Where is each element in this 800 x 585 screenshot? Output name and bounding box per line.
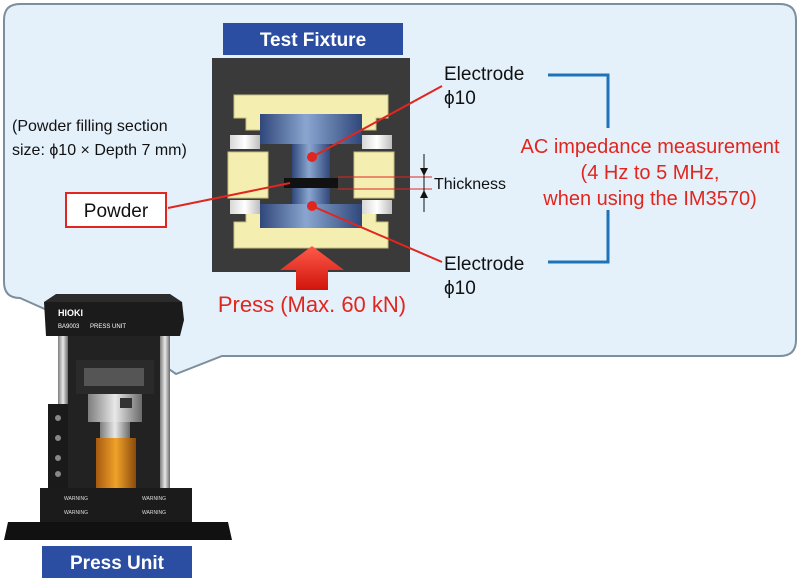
machine-warning-2: WARNING <box>142 496 166 502</box>
leader-electrode-top <box>311 85 443 158</box>
electrode-bottom-text: Electrode <box>444 254 524 275</box>
ac-line2: (4 Hz to 5 MHz, <box>581 162 720 184</box>
powder-spec-line1: (Powder filling section <box>12 118 168 135</box>
ac-line1: AC impedance measurement <box>520 136 779 158</box>
machine-model: BA9003 <box>58 324 80 330</box>
machine-side-panel <box>48 404 68 488</box>
cylinder-middle <box>227 151 395 199</box>
machine-load-cell <box>88 394 142 422</box>
powder-label: Powder <box>84 201 149 222</box>
test-fixture-title: Test Fixture <box>260 30 366 51</box>
powder-spec-line2: size: ϕ10 × Depth 7 mm) <box>12 142 187 159</box>
powder-label-box <box>65 192 167 228</box>
press-unit-machine: HIOKI BA9003 PRESS UNIT WARNING WARNING … <box>4 294 232 540</box>
press-arrow <box>280 246 344 290</box>
powder-layer <box>284 178 338 188</box>
electrode-bottom-label: Electrode ϕ10 <box>444 254 524 299</box>
thickness-label: Thickness <box>434 176 506 193</box>
machine-base-housing <box>40 488 192 522</box>
machine-top <box>44 302 184 336</box>
electrode-top-head <box>260 114 362 144</box>
press-label: Press (Max. 60 kN) <box>218 292 406 317</box>
press-unit-title: Press Unit <box>70 553 165 574</box>
electrode-top-text: Electrode <box>444 64 524 85</box>
machine-warning-3: WARNING <box>64 510 88 516</box>
electrode-top-label: Electrode ϕ10 <box>444 64 524 109</box>
leader-electrode-bottom <box>311 205 443 263</box>
test-fixture-badge: Test Fixture <box>223 23 403 55</box>
machine-model-suffix: PRESS UNIT <box>90 324 126 330</box>
machine-brand: HIOKI <box>58 308 83 318</box>
machine-warning-4: WARNING <box>142 510 166 516</box>
machine-column-right <box>160 336 170 488</box>
electrode-bottom-stem <box>292 188 330 204</box>
fixture-cross-section <box>212 58 410 272</box>
leader-powder <box>167 182 291 209</box>
machine-base-plate <box>4 522 232 540</box>
ac-line3: when using the IM3570) <box>542 188 756 210</box>
sleeve-right-top <box>362 135 392 149</box>
machine-jack <box>96 438 136 488</box>
thickness-indicator <box>338 154 432 212</box>
electrode-bottom-size: ϕ10 <box>444 278 476 299</box>
electrode-top-size: ϕ10 <box>444 88 476 109</box>
ac-bracket <box>548 73 610 264</box>
sleeve-right-bottom <box>362 200 392 214</box>
sleeve-left-top <box>230 135 260 149</box>
sleeve-left-bottom <box>230 200 260 214</box>
machine-warning-1: WARNING <box>64 496 88 502</box>
press-unit-badge: Press Unit <box>42 546 192 578</box>
